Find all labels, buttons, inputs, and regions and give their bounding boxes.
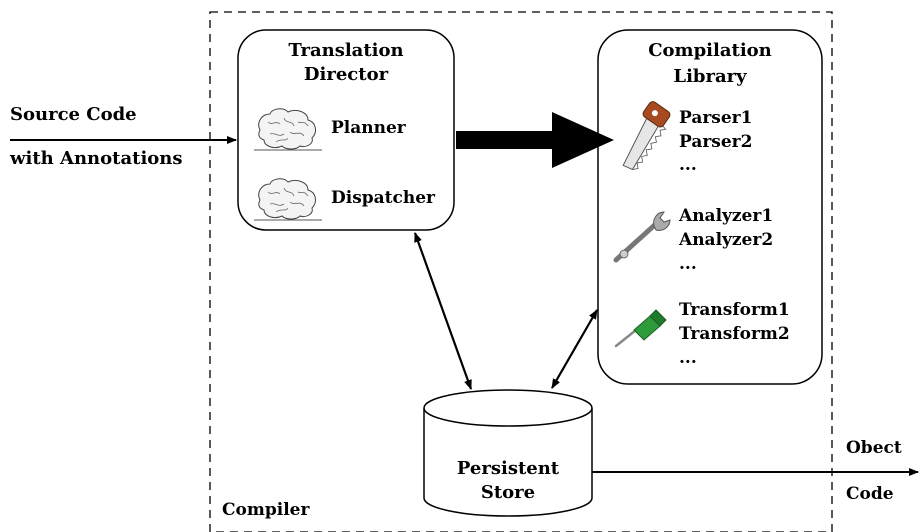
input-label-line1: Source Code [10, 104, 137, 125]
persistent-store-cylinder [423, 389, 593, 517]
director-title-line1: Translation [288, 40, 404, 61]
screwdriver-icon [614, 309, 667, 348]
transform-item: Transform1 [679, 300, 790, 320]
analyzer-item: Analyzer2 [679, 230, 774, 250]
wrench-icon [613, 211, 671, 263]
output-label-line2: Code [846, 484, 894, 504]
brain-icon [254, 178, 322, 221]
brain-icon [254, 108, 322, 151]
dispatcher-label: Dispatcher [331, 188, 436, 208]
director-store-arrow [413, 232, 473, 390]
compiler-label: Compiler [222, 500, 310, 520]
translation-director-box [237, 29, 455, 231]
library-title-line2: Library [673, 66, 747, 87]
parser-item: Parser1 [679, 108, 753, 128]
transform-item: Transform2 [679, 324, 790, 344]
store-library-arrow [551, 309, 598, 389]
store-label-line1: Persistent [456, 458, 560, 479]
output-label-line1: Obect [846, 438, 902, 458]
planner-label: Planner [331, 118, 406, 138]
analyzer-item: Analyzer1 [679, 206, 774, 226]
analyzer-ellipsis: ... [679, 254, 697, 274]
transform-ellipsis: ... [679, 348, 697, 368]
library-title-line1: Compilation [648, 40, 772, 61]
input-label-line2: with Annotations [10, 148, 183, 169]
store-label-line2: Store [480, 482, 536, 503]
parser-item: Parser2 [679, 132, 753, 152]
parser-ellipsis: ... [679, 155, 697, 175]
compiler-boundary [209, 11, 833, 532]
saw-icon [622, 101, 671, 171]
director-title-line2: Director [303, 64, 389, 85]
director-to-library-arrow [456, 112, 614, 168]
